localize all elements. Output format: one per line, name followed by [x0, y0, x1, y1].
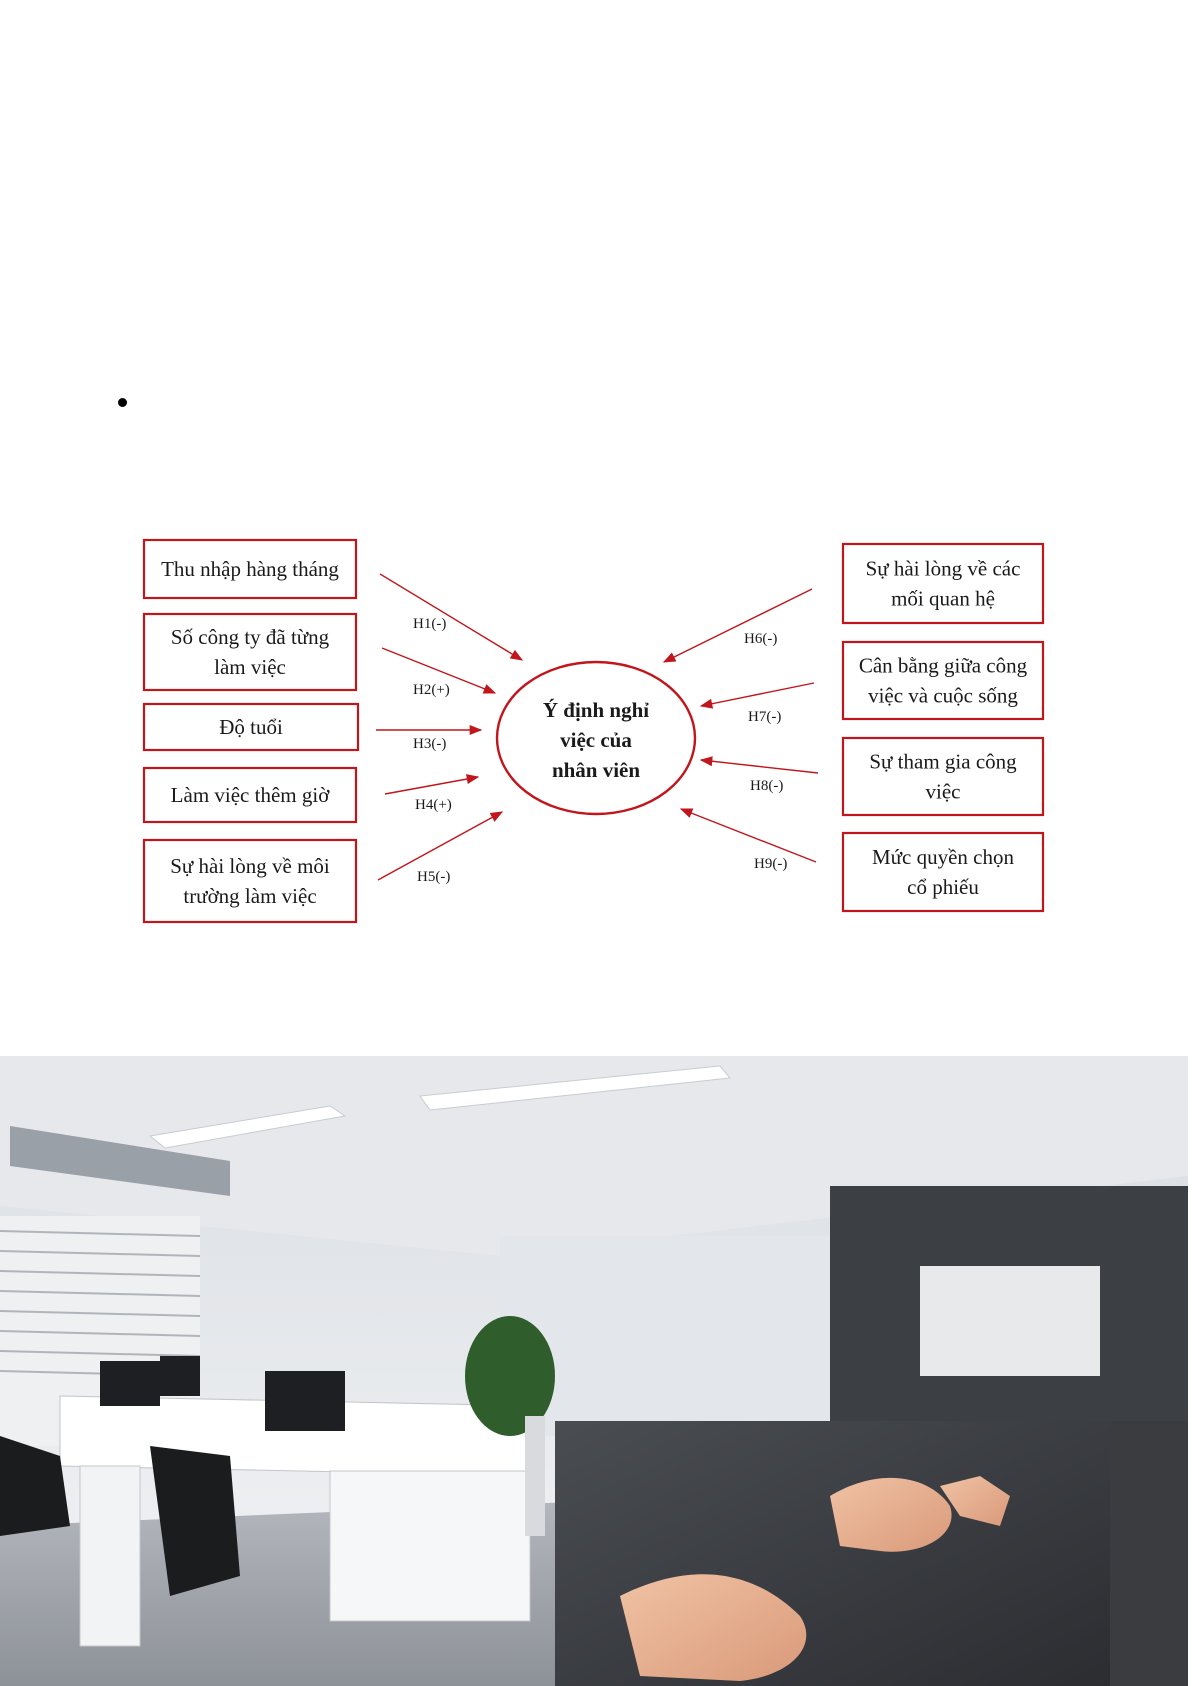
factor-box-text: Sự tham gia công [869, 750, 1017, 774]
center-text: nhân viên [552, 758, 640, 782]
factor-box-text: làm việc [214, 655, 286, 679]
factor-box-can-bang: Cân bằng giữa công việc và cuộc sống [841, 640, 1045, 721]
factor-box-co-phieu: Mức quyền chọn cổ phiếu [841, 831, 1045, 913]
hypothesis-arrow-h2 [381, 647, 497, 694]
factor-box-lam-them-gio: Làm việc thêm giờ [142, 766, 358, 824]
factor-box-frame [841, 640, 1045, 721]
factor-box-text: Thu nhập hàng tháng [161, 557, 339, 581]
hypothesis-label: H8(-) [750, 778, 783, 794]
hypothesis-label: H2(+) [413, 682, 450, 698]
hypothesis-arrow-h4 [384, 774, 480, 795]
factor-box-frame [142, 538, 358, 600]
hypothesis-arrow-h6 [662, 588, 813, 663]
hypothesis-arrow-h9 [679, 808, 817, 863]
hypothesis-label: H7(-) [748, 709, 781, 725]
factor-box-quan-he: Sự hài lòng về các mối quan hệ [841, 542, 1045, 625]
factor-box-text: Sự hài lòng về môi [170, 854, 330, 878]
factor-box-frame [841, 831, 1045, 913]
factor-box-text: Cân bằng giữa công [859, 654, 1028, 678]
hypothesis-label: H5(-) [417, 869, 450, 885]
factor-box-text: Mức quyền chọn [872, 845, 1015, 869]
factor-box-thu-nhap: Thu nhập hàng tháng [142, 538, 358, 600]
hypothesis-arrow-h5 [377, 811, 504, 881]
factor-box-frame [142, 702, 360, 752]
factor-box-text: Số công ty đã từng [171, 625, 330, 649]
factor-box-text: cổ phiếu [907, 875, 979, 899]
factor-box-frame [142, 838, 358, 924]
hypothesis-arrow-h8 [699, 756, 819, 774]
factor-box-text: Độ tuổi [219, 715, 283, 739]
center-ellipse [495, 660, 697, 816]
hypothesis-arrow-h1 [379, 573, 524, 661]
list-bullet [118, 398, 127, 407]
factor-box-text: việc và cuộc sống [868, 684, 1018, 708]
hypothesis-label: H1(-) [413, 616, 446, 632]
factor-box-frame [841, 542, 1045, 625]
hypothesis-label: H9(-) [754, 856, 787, 872]
factor-box-text: trường làm việc [183, 884, 316, 908]
center-node: Ý định nghỉ việc của nhân viên [495, 660, 697, 816]
factor-box-so-cong-ty: Số công ty đã từng làm việc [142, 612, 358, 692]
office-handshake-photo-icon [0, 1056, 1188, 1686]
factor-box-frame [841, 736, 1045, 817]
hypothesis-label: H4(+) [415, 797, 452, 813]
factor-box-do-tuoi: Độ tuổi [142, 702, 360, 752]
office-photo [0, 1056, 1188, 1686]
factor-box-text: Làm việc thêm giờ [171, 783, 331, 807]
factor-box-moi-truong: Sự hài lòng về môi trường làm việc [142, 838, 358, 924]
factor-box-text: việc [926, 780, 961, 804]
hypothesis-label: H3(-) [413, 736, 446, 752]
center-text: việc của [560, 728, 632, 752]
factor-box-tham-gia: Sự tham gia công việc [841, 736, 1045, 817]
factor-box-frame [142, 766, 358, 824]
factor-box-frame [142, 612, 358, 692]
hypothesis-label: H6(-) [744, 631, 777, 647]
center-text: Ý định nghỉ [543, 698, 649, 722]
hypothesis-arrow-h7 [699, 682, 815, 709]
factor-box-text: mối quan hệ [891, 587, 995, 611]
factor-box-text: Sự hài lòng về các [866, 557, 1021, 581]
